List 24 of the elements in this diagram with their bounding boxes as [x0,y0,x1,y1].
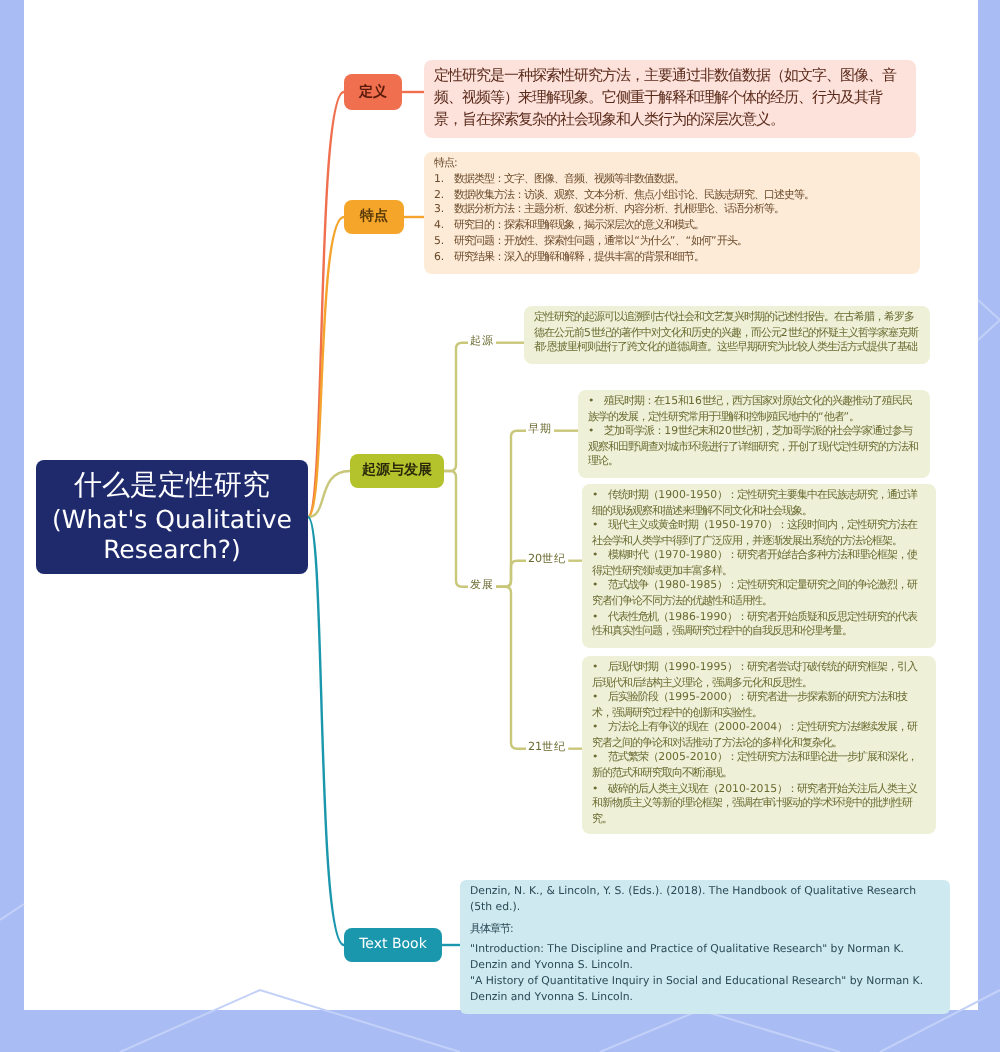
note-box [424,60,916,138]
branch-box [344,74,402,110]
branch-box [344,928,442,962]
note-box [578,390,930,478]
topic-box [36,460,308,574]
connector-line [402,90,424,94]
topic-title: (What's Qualitative Research?) [49,503,295,564]
reference-box [460,880,950,1014]
note-box [524,306,930,364]
branch-box [344,200,404,234]
connector-line [306,516,345,946]
connector-line [307,216,345,518]
note-box [424,152,920,274]
connector-line [306,91,345,518]
connector-line [496,585,526,750]
connector-line [307,469,351,519]
connector-line [554,429,578,432]
branch-box [350,454,444,488]
connector-line [404,215,424,219]
note-box [582,484,936,648]
note-box [582,656,936,835]
connector-line [496,341,524,344]
topic-title: 什么是定性研究 [74,470,270,504]
connector-line [444,469,468,588]
